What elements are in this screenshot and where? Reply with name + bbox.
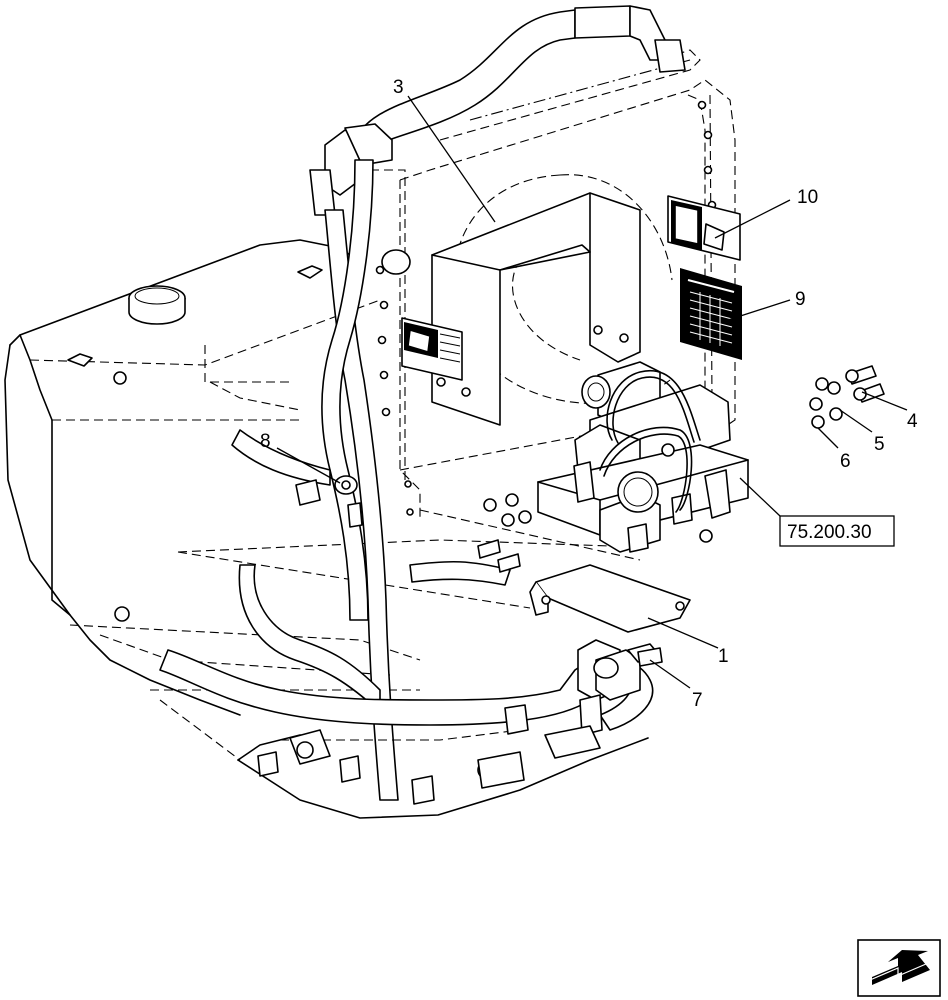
lower-fittings <box>237 475 663 819</box>
callout-6: 6 <box>840 451 851 472</box>
decal-part-9 <box>680 268 742 360</box>
callout-3: 3 <box>393 77 404 98</box>
callout-labels: 3 10 9 4 5 6 8 1 7 <box>260 77 918 711</box>
callout-10: 10 <box>797 187 818 208</box>
decal-part-10 <box>667 195 741 261</box>
callout-8: 8 <box>260 431 271 452</box>
cover-part-3 <box>401 192 641 426</box>
next-page-arrow-icon[interactable] <box>857 939 941 997</box>
callout-9: 9 <box>795 289 806 310</box>
callout-5: 5 <box>874 434 885 455</box>
callout-4: 4 <box>907 411 918 432</box>
reference-box[interactable]: 75.200.30 <box>779 515 895 547</box>
leader-lines <box>276 95 908 689</box>
valve-assembly <box>477 361 749 573</box>
reference-label[interactable]: 75.200.30 <box>787 522 872 543</box>
callout-1: 1 <box>718 646 729 667</box>
hydraulic-hoses <box>159 5 686 801</box>
bracket-part-1 <box>529 564 691 633</box>
callout-7: 7 <box>692 690 703 711</box>
